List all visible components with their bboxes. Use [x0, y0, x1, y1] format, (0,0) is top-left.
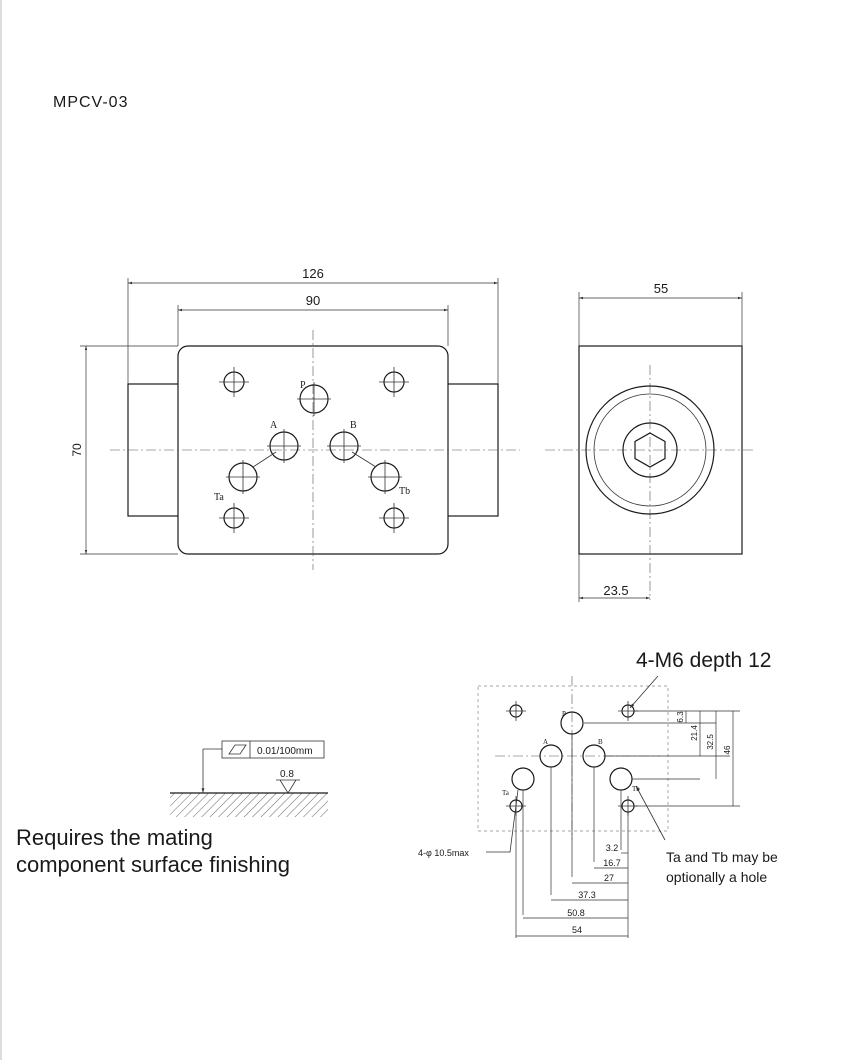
label-port-b: B [350, 420, 357, 431]
flatness-frame [221, 740, 325, 759]
dim-side-width: 55 [654, 281, 668, 296]
pattern-label-ta: Ta [502, 789, 510, 797]
surface-spec: 0.01/100mm 0.8 [170, 740, 328, 817]
option-note-line1: Ta and Tb may be [666, 849, 778, 865]
hdim-3: 37.3 [578, 890, 596, 900]
vdim-2: 32.5 [706, 734, 715, 750]
thread-callout: 4-M6 depth 12 [636, 649, 771, 672]
flatness-icon [228, 744, 247, 755]
pattern-label-p: P [562, 710, 566, 718]
hdim-1: 16.7 [603, 858, 621, 868]
pattern-port-tb [609, 767, 633, 791]
label-port-a: A [270, 420, 278, 431]
dim-height: 70 [70, 443, 84, 457]
pattern-label-b: B [598, 738, 603, 746]
dim-overall-width: 126 [302, 266, 324, 281]
roughness-icon [276, 779, 300, 794]
drawing-title: MPCV-03 [53, 94, 128, 111]
surface-hatch [170, 793, 328, 817]
label-port-p: P [300, 380, 306, 391]
pattern-port-ta [511, 767, 535, 791]
option-note-line2: optionally a hole [666, 869, 767, 885]
surface-note-line2: component surface finishing [16, 852, 290, 877]
hex-socket-boss [622, 422, 678, 478]
plug-inner-ring [593, 393, 707, 507]
vdim-0: 6.3 [676, 711, 685, 723]
dim-body-width: 90 [306, 293, 320, 308]
hdim-5: 54 [572, 925, 582, 935]
plug-outer-ring [585, 385, 715, 515]
roughness-value: 0.8 [280, 769, 294, 780]
dim-side-offset: 23.5 [603, 583, 628, 598]
hdim-2: 27 [604, 873, 614, 883]
front-view: P A B Ta Tb 126 90 70 [70, 266, 520, 570]
label-port-ta: Ta [214, 492, 224, 503]
hdim-0: 3.2 [606, 843, 619, 853]
pattern-label-a: A [543, 738, 548, 746]
label-port-tb: Tb [399, 486, 410, 497]
flatness-value: 0.01/100mm [257, 746, 313, 757]
vdim-3: 46 [723, 745, 732, 754]
front-port-holes [219, 367, 409, 533]
hdim-4: 50.8 [567, 908, 585, 918]
port-pattern: P A B Ta Tb 6.3 21.4 32.5 46 3.2 16.7 27… [477, 675, 740, 938]
surface-note-line1: Requires the mating [16, 825, 213, 850]
vdim-1: 21.4 [690, 725, 699, 741]
hole-callout: 4-φ 10.5max [418, 848, 469, 858]
side-body [578, 345, 743, 555]
hex-socket [634, 432, 666, 468]
side-view: 55 23.5 [545, 281, 755, 602]
pattern-outline [477, 685, 669, 832]
